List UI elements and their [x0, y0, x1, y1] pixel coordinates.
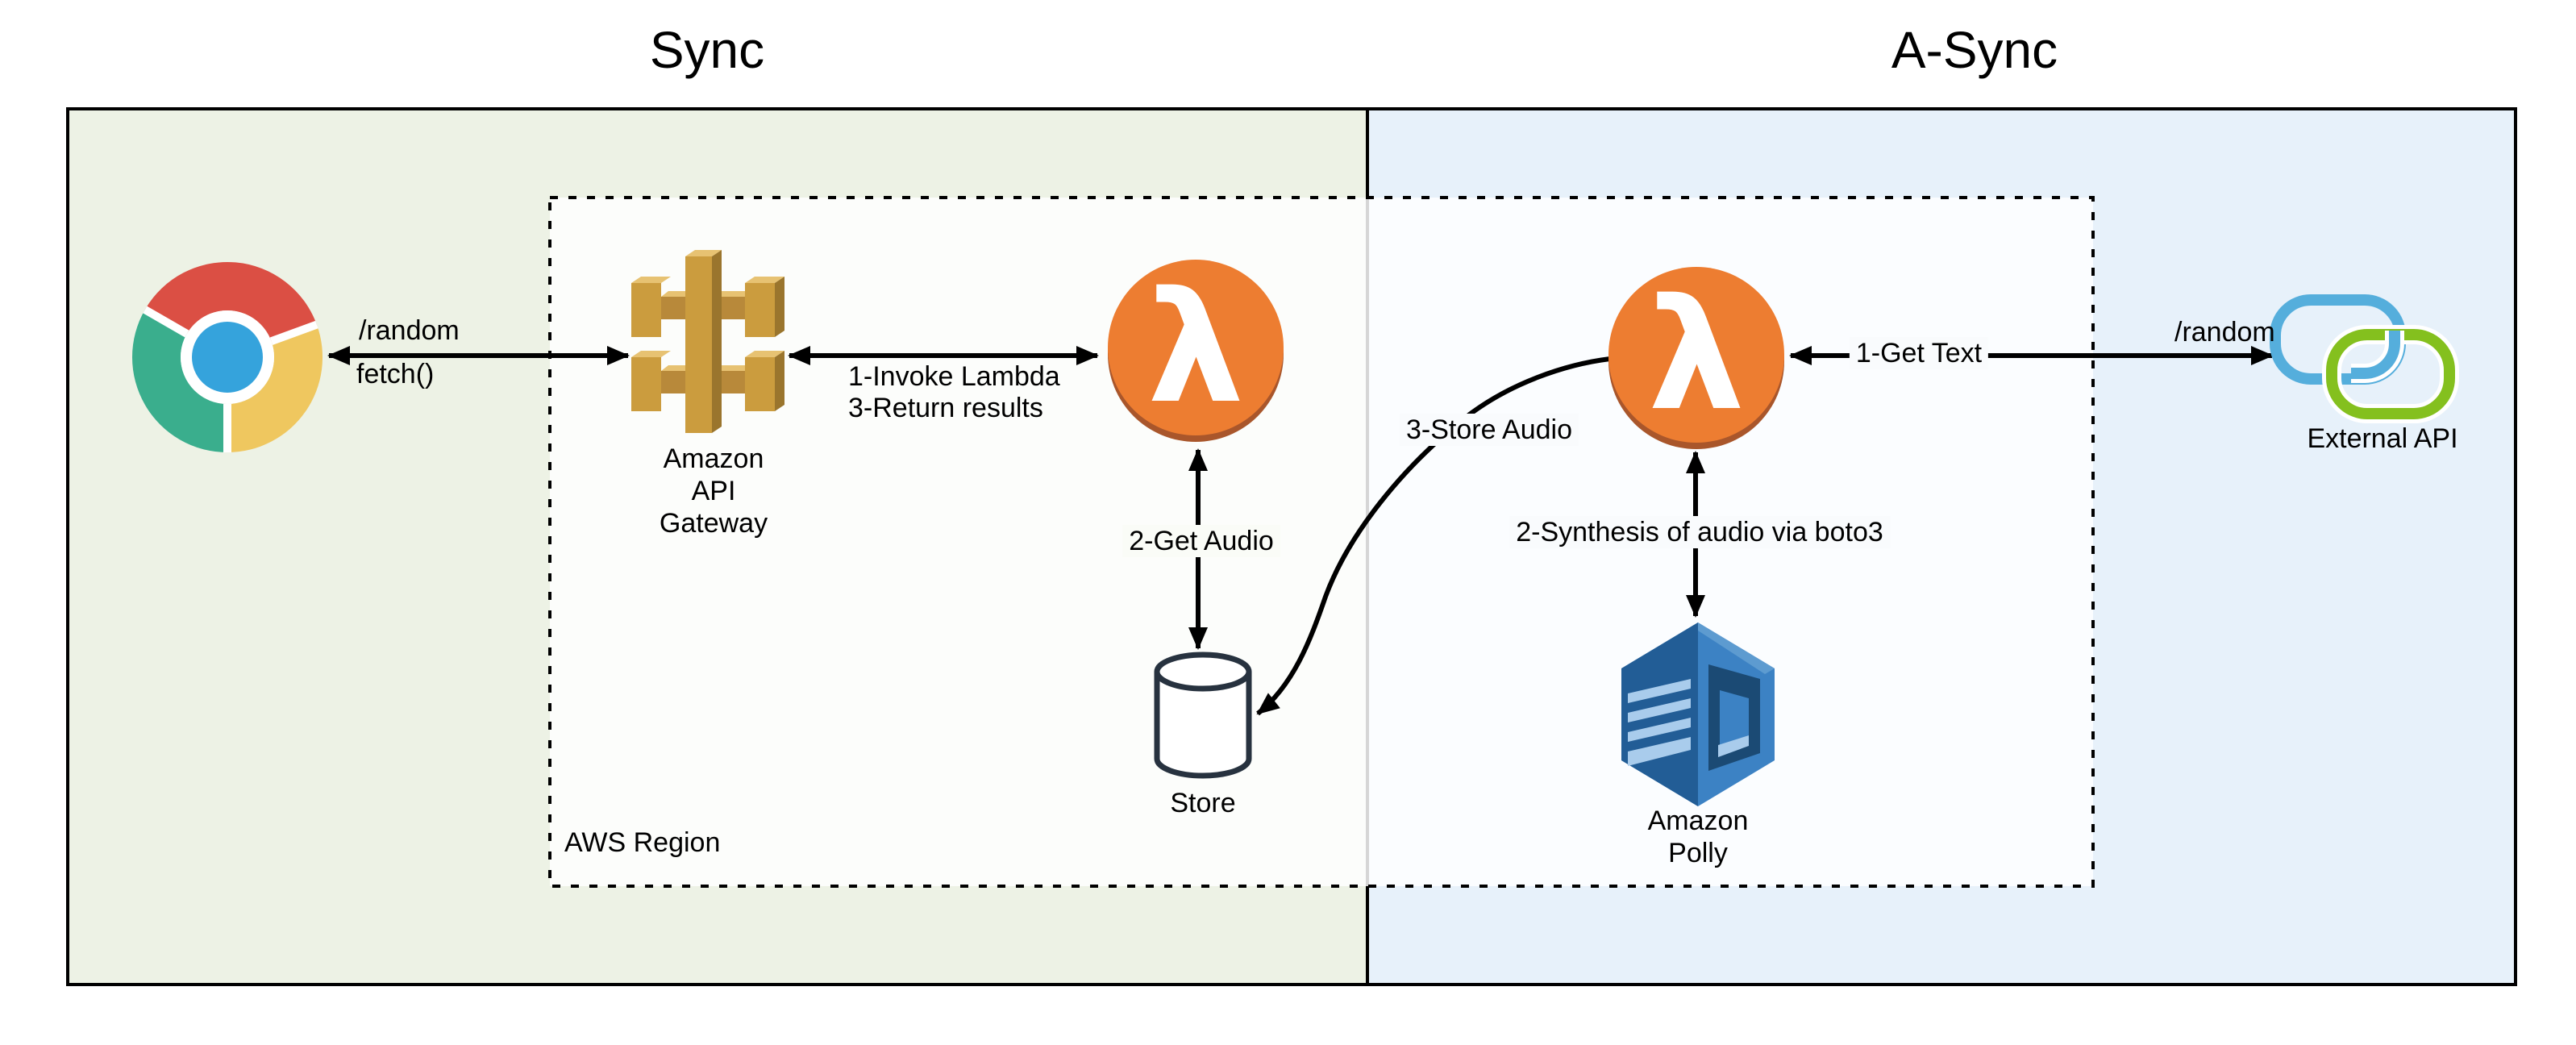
- polly-label-line2: Polly: [1668, 838, 1728, 868]
- edge-label-synthesis: 2-Synthesis of audio via boto3: [1509, 516, 1890, 548]
- sync-column-title: Sync: [649, 21, 765, 79]
- aws-region-label: AWS Region: [564, 827, 721, 858]
- api-gateway-label-line2: API: [691, 476, 736, 506]
- edge-label-browser-route: /random: [359, 315, 460, 346]
- edge-label-external-route: /random: [2174, 317, 2275, 348]
- lambda-async-symbol: λ: [1648, 266, 1745, 444]
- polly-label-line1: Amazon: [1647, 806, 1749, 836]
- external-api-icon: [2270, 294, 2459, 423]
- polly-label: Amazon Polly: [1648, 805, 1749, 869]
- edge-lambda-store-curve: [1256, 356, 1611, 716]
- lambda-sync-icon: λ: [1108, 259, 1284, 442]
- chrome-teal-segment: [131, 310, 227, 452]
- chrome-blue-center: [192, 322, 263, 393]
- api-gateway-icon: [631, 250, 784, 433]
- api-gateway-label-line1: Amazon: [663, 443, 764, 474]
- edge-label-return-results: 3-Return results: [848, 393, 1043, 423]
- polly-icon: [1621, 622, 1775, 806]
- store-cylinder-icon: [1154, 652, 1252, 779]
- edge-label-invoke-lambda: 1-Invoke Lambda: [848, 361, 1060, 392]
- chrome-segment-gaps: [143, 306, 318, 452]
- edge-label-browser-fetch: fetch(): [356, 359, 435, 389]
- edge-label-get-audio: 2-Get Audio: [1122, 525, 1280, 557]
- store-label: Store: [1170, 788, 1236, 818]
- external-api-label: External API: [2307, 423, 2458, 454]
- chrome-browser-icon: [131, 261, 323, 452]
- async-column-title: A-Sync: [1891, 21, 2058, 79]
- api-gateway-label-line3: Gateway: [659, 508, 768, 539]
- chrome-red-segment: [144, 261, 317, 342]
- lambda-sync-symbol: λ: [1147, 259, 1244, 437]
- lambda-async-icon: λ: [1608, 266, 1784, 449]
- edge-label-store-audio: 3-Store Audio: [1399, 414, 1579, 446]
- api-gateway-label: Amazon API Gateway: [660, 443, 768, 539]
- edge-label-get-text: 1-Get Text: [1849, 337, 1989, 369]
- chrome-yellow-segment: [227, 324, 323, 452]
- polly-sound-bars: [1628, 679, 1691, 766]
